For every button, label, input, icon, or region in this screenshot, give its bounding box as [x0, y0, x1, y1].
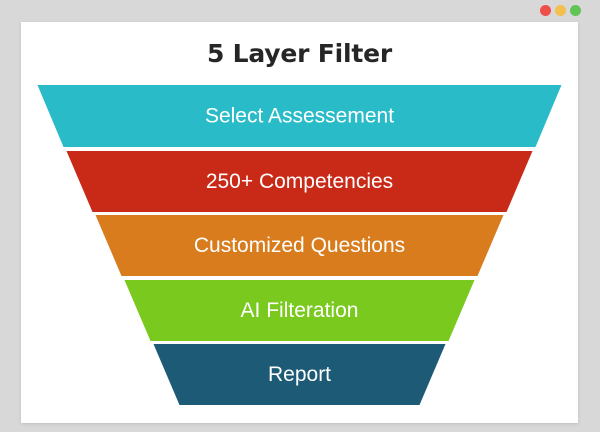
- funnel-layer-5-label: Report: [268, 363, 331, 386]
- funnel-layer-4-shape[interactable]: [124, 280, 475, 341]
- page-title: 5 Layer Filter: [206, 39, 393, 68]
- funnel-layer-5-shape[interactable]: [153, 344, 446, 405]
- window-controls: [540, 5, 581, 16]
- funnel-layer-3-label: Customized Questions: [194, 234, 405, 257]
- funnel-layer-4-label: AI Filteration: [241, 299, 359, 322]
- funnel-layer-2-shape[interactable]: [66, 151, 533, 212]
- funnel-layer-4[interactable]: AI Filteration: [124, 280, 475, 341]
- funnel-layer-1-label: Select Assessement: [205, 105, 394, 128]
- slide-card: 5 Layer Filter Select Assessement 250+ C…: [21, 22, 578, 423]
- funnel-layer-3-shape[interactable]: [95, 215, 504, 276]
- maximize-window-icon[interactable]: [570, 5, 581, 16]
- minimize-window-icon[interactable]: [555, 5, 566, 16]
- funnel-layer-1[interactable]: Select Assessement: [37, 85, 562, 147]
- funnel-layer-2[interactable]: 250+ Competencies: [66, 151, 533, 212]
- funnel-layer-1-shape[interactable]: [37, 85, 562, 147]
- close-window-icon[interactable]: [540, 5, 551, 16]
- funnel-chart: Select Assessement 250+ Competencies Cus…: [37, 85, 562, 405]
- funnel-layer-2-label: 250+ Competencies: [206, 170, 393, 193]
- funnel-layer-3[interactable]: Customized Questions: [95, 215, 504, 276]
- funnel-layer-5[interactable]: Report: [153, 344, 446, 405]
